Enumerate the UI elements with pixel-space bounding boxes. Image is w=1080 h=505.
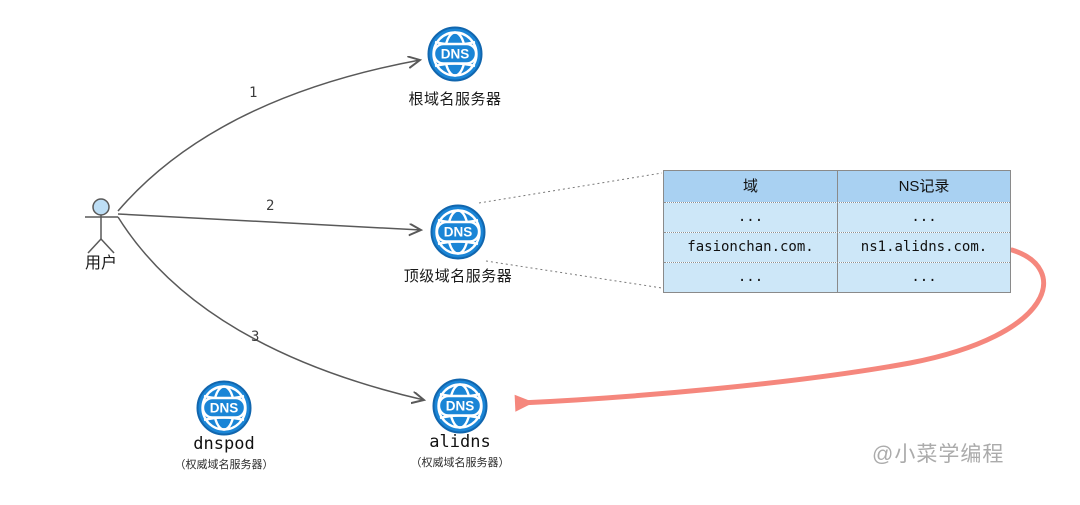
dns-globe-icon-alidns: DNS: [432, 378, 488, 434]
svg-text:DNS: DNS: [441, 47, 470, 62]
table-cell: fasionchan.com.: [664, 233, 837, 262]
dns-globe-icon-tld: DNS: [430, 204, 486, 260]
dnspod-label: dnspod: [193, 434, 255, 454]
svg-text:DNS: DNS: [210, 401, 239, 416]
table-row: ... ...: [664, 262, 1010, 292]
arrow-step1: [117, 60, 420, 212]
ns-record-table: 域 NS记录 ... ... fasionchan.com. ns1.alidn…: [663, 170, 1011, 293]
dnspod-sublabel: （权威域名服务器）: [174, 459, 274, 471]
callout-line-top: [478, 172, 663, 204]
root-server-label: 根域名服务器: [408, 91, 502, 108]
alidns-label: alidns: [429, 432, 491, 452]
table-header-row: 域 NS记录: [664, 171, 1010, 202]
watermark: @小菜学编程: [872, 443, 1005, 466]
step-3-label: 3: [251, 329, 260, 345]
table-cell: ns1.alidns.com.: [837, 233, 1010, 262]
user-label: 用户: [84, 255, 117, 272]
table-cell: ...: [837, 203, 1010, 232]
svg-text:DNS: DNS: [446, 399, 475, 414]
table-header-domain: 域: [664, 171, 837, 202]
table-row: ... ...: [664, 202, 1010, 232]
arrow-step3: [117, 216, 424, 400]
dns-globe-icon-root: DNS: [427, 26, 483, 82]
tld-server-label: 顶级域名服务器: [403, 268, 513, 285]
svg-text:DNS: DNS: [444, 225, 473, 240]
table-cell: ...: [664, 203, 837, 232]
arrow-step2: [117, 213, 421, 230]
table-cell: ...: [664, 263, 837, 292]
dns-globe-icon-dnspod: DNS: [196, 380, 252, 436]
alidns-sublabel: （权威域名服务器）: [410, 457, 510, 469]
step-2-label: 2: [266, 198, 275, 214]
step-1-label: 1: [249, 85, 258, 101]
table-row: fasionchan.com. ns1.alidns.com.: [664, 232, 1010, 262]
user-actor-figure: [85, 198, 118, 254]
actor-head: [92, 198, 110, 216]
table-cell: ...: [837, 263, 1010, 292]
table-header-ns-record: NS记录: [837, 171, 1010, 202]
